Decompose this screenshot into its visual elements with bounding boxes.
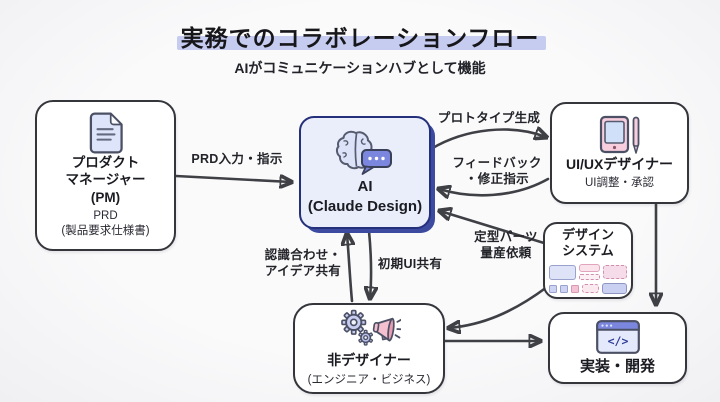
node-implementation-dev: </> 実装・開発 bbox=[548, 312, 687, 384]
edge-label-feedback: フィードバック ・修正指示 bbox=[452, 156, 542, 187]
ds-dashed-swatch bbox=[579, 274, 600, 281]
slide-subtitle: AIがコミュニケーションハブとして機能 bbox=[234, 60, 486, 76]
code-glyph: </> bbox=[607, 334, 628, 348]
node-ai-claude-design: AI (Claude Design) bbox=[299, 116, 431, 229]
document-icon bbox=[89, 112, 123, 153]
ds-pill-swatch bbox=[579, 264, 600, 273]
code-window-icon: </> bbox=[595, 319, 640, 354]
non-designer-detail: (エンジニア・ビジネス) bbox=[307, 373, 431, 386]
edge-label-idea-sharing: 認識合わせ・ アイデア共有 bbox=[264, 248, 342, 279]
brain-chat-icon bbox=[335, 130, 392, 175]
arrow-ai-to-uiux bbox=[429, 130, 546, 151]
ui-components-icon bbox=[549, 264, 627, 295]
node-design-system: デザイン システム bbox=[543, 222, 633, 299]
uiux-label: UI/UXデザイナー bbox=[565, 155, 674, 172]
ds-square-swatch bbox=[571, 284, 579, 293]
ai-label: AI (Claude Design) bbox=[307, 178, 423, 215]
node-product-manager: プロダクト マネージャー (PM) PRD (製品要求仕様書) bbox=[35, 100, 176, 251]
ds-card-swatch bbox=[549, 264, 576, 280]
node-non-designer: 非デザイナー (エンジニア・ビジネス) bbox=[293, 303, 445, 394]
non-designer-label: 非デザイナー bbox=[327, 352, 411, 369]
ds-square-swatch bbox=[549, 284, 557, 293]
ds-square-swatch bbox=[560, 284, 568, 293]
slide-title: 実務でのコラボレーションフロー bbox=[180, 25, 540, 51]
pm-label: プロダクト マネージャー (PM) bbox=[65, 154, 146, 205]
arrow-pm-to-ai bbox=[174, 176, 291, 182]
gears-megaphone-icon bbox=[341, 310, 401, 346]
tablet-pen-icon bbox=[599, 115, 639, 154]
design-system-label: デザイン システム bbox=[561, 226, 614, 258]
ds-button-swatch bbox=[602, 283, 627, 295]
arrow-design-system-to-non-designer bbox=[449, 285, 549, 328]
edge-label-prototype-generation: プロトタイプ生成 bbox=[437, 111, 541, 125]
node-uiux-designer: UI/UXデザイナー UI調整・承認 bbox=[550, 102, 689, 204]
pm-detail: PRD (製品要求仕様書) bbox=[61, 210, 150, 238]
uiux-detail: UI調整・承認 bbox=[585, 177, 654, 189]
edge-label-initial-ui-sharing: 初期UI共有 bbox=[377, 257, 443, 271]
ds-dotted-card-swatch bbox=[603, 265, 627, 280]
ds-dashed-pill-swatch bbox=[582, 284, 599, 294]
edge-label-prd-input: PRD入力・指示 bbox=[191, 152, 283, 166]
dev-label: 実装・開発 bbox=[579, 357, 655, 375]
title-highlight-bar bbox=[177, 36, 546, 50]
edge-label-standard-parts: 定型パーツ 量産依頼 bbox=[474, 230, 538, 261]
